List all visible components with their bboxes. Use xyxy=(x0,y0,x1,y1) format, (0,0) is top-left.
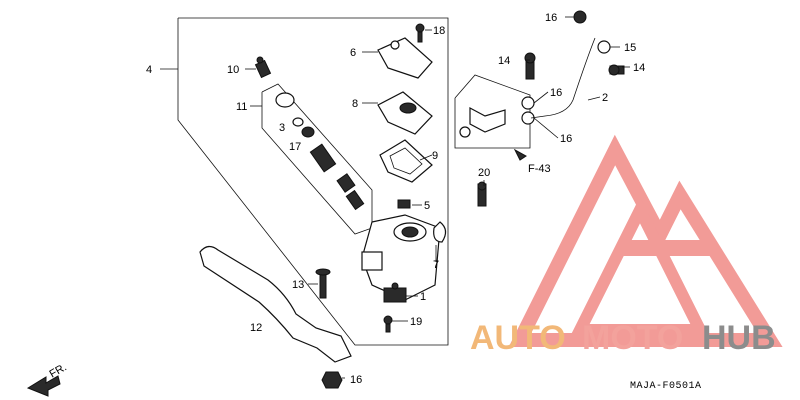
bolt-10 xyxy=(254,56,272,79)
piston-assembly xyxy=(309,143,365,211)
callout-6: 6 xyxy=(350,47,356,59)
washer-16b xyxy=(597,40,611,54)
brake-hose-2 xyxy=(530,37,596,119)
callout-17: 17 xyxy=(289,141,301,153)
callout-9: 9 xyxy=(432,150,438,162)
callout-16c: 16 xyxy=(550,87,562,99)
callout-16b: 15 xyxy=(624,42,636,54)
screw-19 xyxy=(383,315,393,333)
callout-8: 8 xyxy=(352,98,358,110)
bolt-14a xyxy=(524,52,536,80)
boot-7 xyxy=(433,221,447,243)
diaphragm-9 xyxy=(379,139,433,183)
callout-11: 11 xyxy=(236,101,247,113)
diagram-code: MAJA-F0501A xyxy=(630,381,702,392)
washer-16c xyxy=(521,96,535,110)
piston-cup-11 xyxy=(275,92,295,108)
callout-2: 2 xyxy=(602,92,608,104)
callout-1: 1 xyxy=(420,291,426,303)
callout-12: 12 xyxy=(250,322,262,334)
watermark-moto: MOTO xyxy=(582,319,683,357)
front-direction-arrow xyxy=(26,375,61,397)
reference-label-f43: F-43 xyxy=(528,163,551,175)
callout-16d: 16 xyxy=(560,133,572,145)
reference-arrow xyxy=(513,148,527,161)
pivot-bolt-13 xyxy=(315,268,331,299)
callout-10: 10 xyxy=(227,64,239,76)
spring-17 xyxy=(301,126,315,138)
callout-labels: 4 10 11 3 17 6 8 9 18 5 7 1 19 13 12 16 … xyxy=(48,12,702,392)
watermark-auto: AUTO xyxy=(470,319,566,357)
watermark-text: AUTO MOTO HUB xyxy=(470,319,776,357)
callout-13: 13 xyxy=(292,279,304,291)
callout-15: 16 xyxy=(350,374,362,386)
callout-7: 7 xyxy=(433,259,439,271)
front-direction-label: FR. xyxy=(48,361,69,380)
callout-14b: 14 xyxy=(633,62,645,74)
washer-16a xyxy=(573,10,587,24)
assembly-outline xyxy=(177,17,449,346)
clip-5 xyxy=(397,199,411,209)
brake-lever-12 xyxy=(199,245,352,363)
screw-18 xyxy=(415,23,425,43)
watermark-logo xyxy=(508,134,783,347)
callout-16a: 16 xyxy=(545,12,557,24)
leader-lines xyxy=(160,16,630,379)
callout-14a: 14 xyxy=(498,55,510,67)
callout-20: 20 xyxy=(478,167,490,179)
nut-15 xyxy=(321,371,343,389)
watermark-hub: HUB xyxy=(702,319,776,357)
callout-19: 19 xyxy=(410,316,422,328)
callout-3: 3 xyxy=(279,122,285,134)
hose-bracket xyxy=(459,107,506,138)
bolt-14b xyxy=(608,64,625,76)
bolt-20 xyxy=(477,181,487,207)
master-cylinder-body xyxy=(361,214,441,301)
callout-18: 18 xyxy=(433,25,445,37)
callout-4: 4 xyxy=(146,64,152,76)
callout-5: 5 xyxy=(424,200,430,212)
reservoir-cap-6 xyxy=(377,37,433,79)
switch-1 xyxy=(383,282,407,303)
